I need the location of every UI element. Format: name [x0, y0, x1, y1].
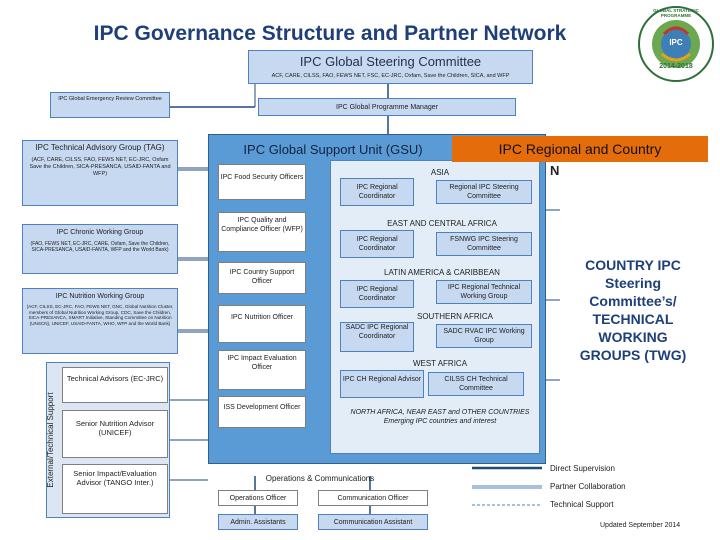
region-name-west: WEST AFRICA: [412, 359, 468, 368]
region-asia-committee: Regional IPC Steering Committee: [436, 180, 532, 204]
logo-center-text: IPC: [669, 38, 683, 47]
region-lac-coordinator: IPC Regional Coordinator: [340, 280, 414, 308]
region-eca-committee: FSNWG IPC Steering Committee: [436, 232, 532, 256]
gsu-officer-food-security: IPC Food Security Officers: [218, 164, 306, 200]
chronic-working-group: IPC Chronic Working Group (FAO, FEWS NET…: [22, 224, 178, 274]
region-asia-coordinator: IPC Regional Coordinator: [340, 178, 414, 206]
programme-manager: IPC Global Programme Manager: [258, 98, 516, 116]
region-name-lac: LATIN AMERICA & CARIBBEAN: [384, 268, 500, 277]
chronic-members: (FAO, FEWS NET, EC-JRC, CARE, Oxfam, Sav…: [30, 241, 170, 253]
region-west-committee: CILSS CH Technical Committee: [428, 372, 524, 396]
communication-assistant: Communication Assistant: [318, 514, 428, 530]
nutrition-members: (ACF, CILSS, EC-JRC, FAO, FEWS NET, GNC,…: [26, 304, 174, 326]
emergency-review-committee: IPC Global Emergency Review Committee: [50, 92, 170, 118]
global-steering-committee: IPC Global Steering Committee ACF, CARE,…: [248, 50, 533, 84]
nutrition-working-group: IPC Nutrition Working Group (ACF, CILSS,…: [22, 288, 178, 354]
gsu-officer-nutrition: IPC Nutrition Officer: [218, 305, 306, 343]
region-lac-committee: IPC Regional Technical Working Group: [436, 280, 532, 304]
operations-officer: Operations Officer: [218, 490, 298, 506]
regional-title: IPC Regional and Country: [498, 141, 662, 157]
legend-technical-support: Technical Support: [550, 500, 614, 509]
external-support-label: External/Technical Support: [46, 392, 55, 488]
region-name-southern: SOUTHERN AFRICA: [416, 312, 493, 321]
gsu-title: IPC Global Support Unit (GSU): [243, 142, 423, 157]
other-regions-note: NORTH AFRICA, NEAR EAST and OTHER COUNTR…: [350, 409, 530, 425]
external-item-technical-advisors: Technical Advisors (EC-JRC): [62, 367, 168, 403]
operations-title: Operations & Communications: [265, 474, 375, 483]
updated-date: Updated September 2014: [600, 522, 681, 529]
nutrition-title: IPC Nutrition Working Group: [55, 293, 145, 300]
region-southern-coordinator: SADC IPC Regional Coordinator: [340, 322, 414, 352]
country-committees: COUNTRY IPC Steering Committee’s/ TECHNI…: [579, 257, 687, 363]
technical-advisory-group: IPC Technical Advisory Group (TAG) (ACF,…: [22, 140, 178, 206]
gsu-officer-iss: ISS Development Officer: [218, 396, 306, 428]
logo-years: 2014-2018: [659, 63, 693, 70]
steering-members: ACF, CARE, CILSS, FAO, FEWS NET, FSC, EC…: [271, 73, 510, 79]
tag-members: (ACF, CARE, CILSS, FAO, FEWS NET, EC-JRC…: [29, 157, 171, 177]
gsu-officer-impact: IPC Impact Evaluation Officer: [218, 350, 306, 390]
region-southern-committee: SADC RVAC IPC Working Group: [436, 324, 532, 348]
region-eca-coordinator: IPC Regional Coordinator: [340, 230, 414, 258]
gsu-officer-quality: IPC Quality and Compliance Officer (WFP): [218, 212, 306, 252]
external-item-impact-advisor: Senior Impact/Evaluation Advisor (TANGO …: [62, 464, 168, 514]
communication-officer: Communication Officer: [318, 490, 428, 506]
regional-title-overflow: N: [550, 163, 560, 178]
region-name-eca: EAST AND CENTRAL AFRICA: [387, 219, 497, 228]
gsu-officer-country-support: IPC Country Support Officer: [218, 262, 306, 294]
external-item-nutrition-advisor: Senior Nutrition Advisor (UNICEF): [62, 410, 168, 458]
admin-assistants: Admin. Assistants: [218, 514, 298, 530]
logo-ring-text: GLOBAL STRATEGIC PROGRAMME: [653, 8, 699, 18]
chronic-title: IPC Chronic Working Group: [56, 229, 144, 236]
legend-direct-supervision: Direct Supervision: [550, 464, 615, 473]
page-title: IPC Governance Structure and Partner Net…: [93, 22, 567, 45]
legend-partner-collaboration: Partner Collaboration: [550, 482, 626, 491]
tag-title: IPC Technical Advisory Group (TAG): [35, 143, 165, 152]
regional-title-bar: [452, 136, 708, 162]
region-west-coordinator: IPC CH Regional Advisor: [340, 370, 424, 398]
strategic-programme-logo: [636, 4, 716, 84]
region-name-asia: ASIA: [430, 168, 450, 177]
steering-title: IPC Global Steering Committee: [299, 54, 482, 69]
